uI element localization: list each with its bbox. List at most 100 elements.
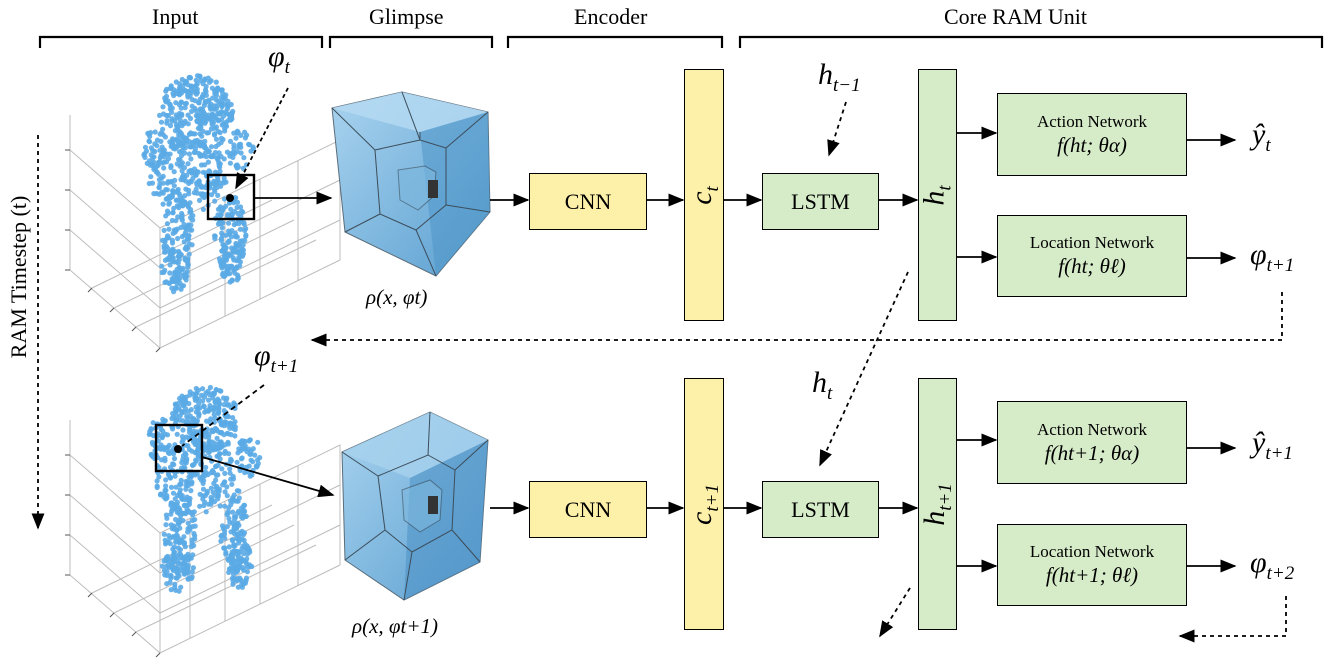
cloud-point <box>183 274 189 280</box>
cloud-point <box>194 438 200 444</box>
cloud-point <box>248 448 254 454</box>
cloud-point <box>161 227 167 233</box>
cloud-point <box>166 280 172 286</box>
cloud-point <box>184 269 190 275</box>
glimpse-center-top <box>226 194 234 202</box>
cloud-point <box>239 528 245 535</box>
cloud-point <box>200 386 206 392</box>
cloud-point <box>231 402 237 408</box>
cloud-point <box>238 448 244 454</box>
cloud-point <box>175 235 181 242</box>
core-header: Core RAM Unit <box>944 4 1087 29</box>
cloud-point <box>194 90 200 96</box>
cloud-point <box>173 417 179 423</box>
cloud-point <box>148 174 154 180</box>
cloud-point <box>229 537 235 543</box>
cloud-point <box>177 539 183 545</box>
cloud-point <box>148 451 154 457</box>
cloud-point <box>200 91 206 97</box>
cloud-point <box>185 161 191 167</box>
cloud-point <box>169 285 175 291</box>
cloud-point <box>156 177 162 183</box>
cloud-point <box>228 476 234 482</box>
cloud-point <box>157 112 163 118</box>
cloud-point <box>214 445 220 451</box>
cloud-point <box>164 187 170 193</box>
cloud-point <box>159 563 165 569</box>
cloud-point <box>156 474 162 480</box>
cloud-point <box>203 464 209 471</box>
cloud-point <box>186 501 192 507</box>
location-feedback-arrow-top <box>310 292 1283 347</box>
cloud-point <box>170 210 176 216</box>
cloud-point <box>213 143 219 150</box>
cloud-point <box>173 575 179 581</box>
cloud-point <box>218 236 224 242</box>
cloud-point <box>202 77 208 83</box>
cloud-point <box>160 173 166 179</box>
cloud-point <box>181 502 187 508</box>
cloud-point <box>173 527 179 533</box>
cloud-point <box>158 119 165 125</box>
cloud-point <box>185 520 191 526</box>
cloud-point <box>172 581 178 587</box>
cloud-point <box>203 390 209 396</box>
cloud-point <box>254 464 260 470</box>
cloud-point <box>183 486 189 492</box>
cloud-point <box>161 531 167 537</box>
cloud-point <box>181 120 187 127</box>
cloud-point <box>197 96 203 102</box>
cloud-point <box>229 277 235 283</box>
cloud-point <box>165 112 171 119</box>
cloud-point <box>187 90 193 96</box>
cloud-point <box>236 495 242 501</box>
cloud-point <box>226 544 232 550</box>
cloud-point <box>232 419 238 425</box>
cloud-point <box>222 503 228 509</box>
cloud-point <box>200 112 206 118</box>
cloud-point <box>221 196 228 202</box>
cloud-point <box>206 130 212 136</box>
cloud-point <box>215 128 221 135</box>
cloud-point <box>234 568 240 574</box>
cloud-point <box>160 132 166 138</box>
cloud-point <box>171 205 177 211</box>
cloud-point <box>224 493 230 499</box>
cloud-point <box>237 226 243 232</box>
cloud-point <box>210 489 216 495</box>
cloud-point <box>219 523 226 529</box>
cloud-point <box>182 145 188 151</box>
cloud-point <box>158 446 164 452</box>
cloud-point <box>231 130 237 136</box>
cloud-point <box>193 108 199 114</box>
cloud-point <box>196 197 203 203</box>
cloud-point <box>193 391 199 397</box>
cloud-point <box>182 105 188 111</box>
cloud-point <box>151 191 157 197</box>
cloud-point <box>176 205 182 211</box>
cloud-point <box>203 150 209 156</box>
cloud-point <box>200 496 206 502</box>
cloud-point <box>228 117 234 123</box>
cloud-point <box>168 573 174 579</box>
cloud-point <box>173 218 179 224</box>
cloud-point <box>250 146 256 152</box>
cloud-point <box>227 111 233 117</box>
cloud-point <box>201 403 207 409</box>
input-plot-ticks-bottom <box>65 454 161 658</box>
cloud-point <box>183 570 189 576</box>
glimpse-window-bottom <box>154 423 204 473</box>
hidden-box-bottom: ht+1 <box>918 378 957 630</box>
cloud-point <box>212 235 218 242</box>
cloud-point <box>234 162 240 169</box>
cloud-point <box>175 214 181 220</box>
cloud-point <box>206 397 212 403</box>
cloud-point <box>243 232 249 238</box>
cloud-point <box>202 394 208 400</box>
cloud-point <box>241 445 248 451</box>
cloud-point <box>146 138 152 144</box>
cloud-point <box>232 230 238 236</box>
recurrent-arrows <box>310 101 1287 643</box>
cloud-point <box>182 255 188 261</box>
cloud-point <box>221 175 227 181</box>
